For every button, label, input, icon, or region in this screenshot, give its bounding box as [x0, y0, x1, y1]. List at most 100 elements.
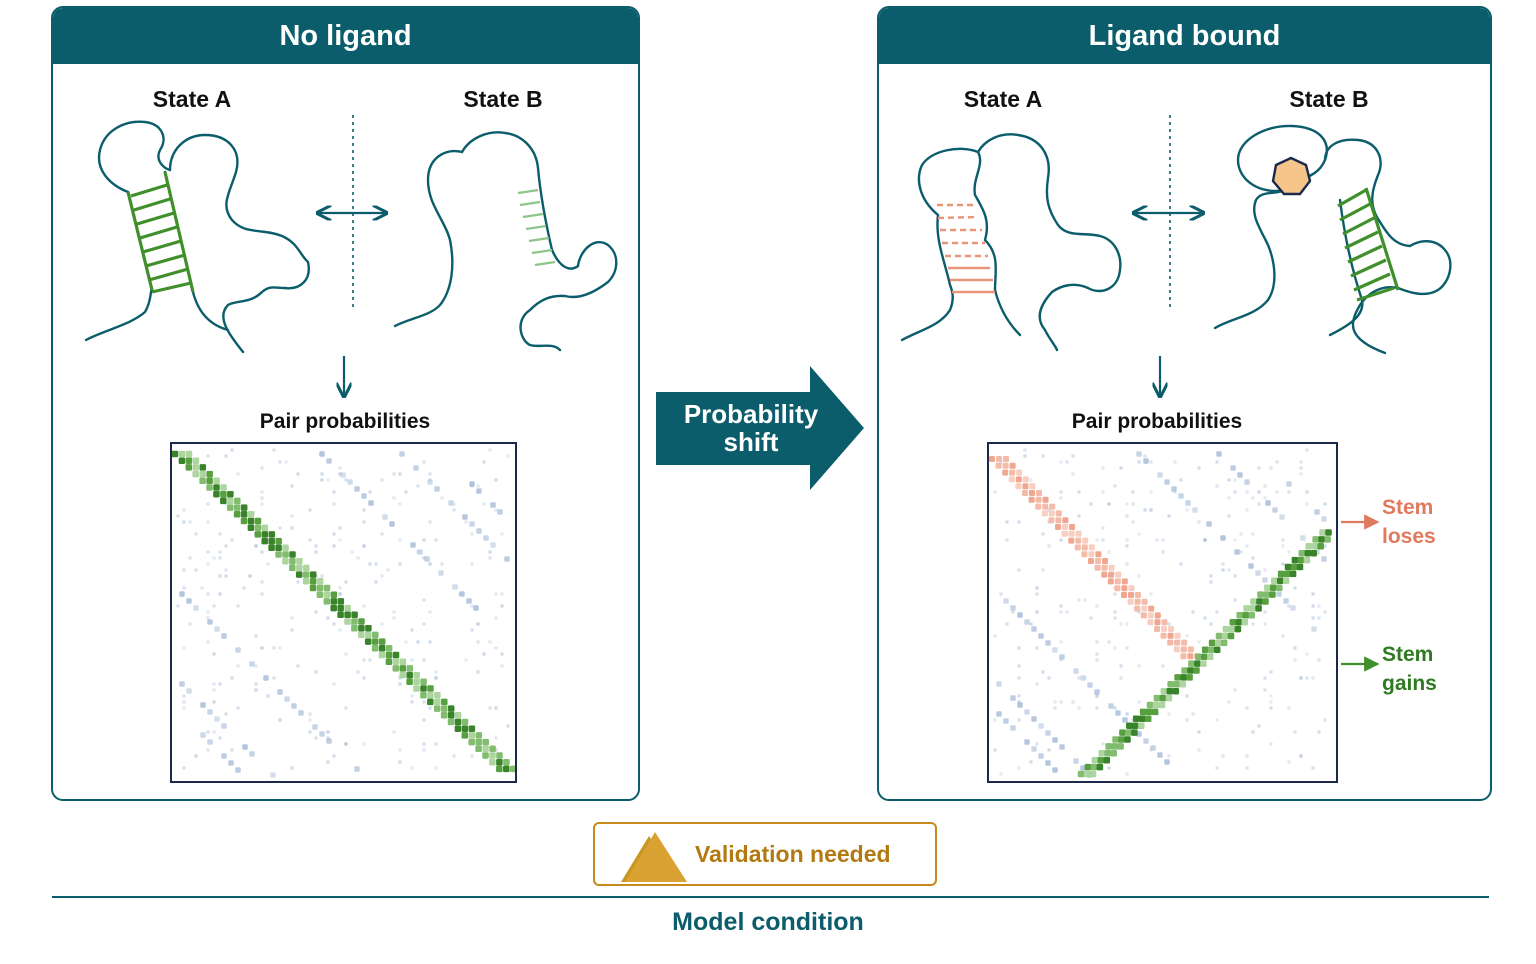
stem-pair-dot	[468, 725, 476, 732]
background-pair-dot	[1115, 710, 1121, 716]
background-pair-dot	[1052, 647, 1058, 653]
background-pair-dot	[277, 689, 283, 695]
stem-pair-dot	[378, 638, 386, 645]
background-pair-dot	[1017, 676, 1021, 680]
background-pair-dot	[392, 616, 396, 620]
background-pair-dot	[1136, 451, 1142, 457]
lost-stem-pair-dot	[1154, 619, 1161, 626]
lost-stem-pair-dot	[1002, 469, 1009, 476]
lost-stem-pair-dot	[1127, 598, 1134, 605]
background-pair-dot	[1203, 616, 1207, 620]
background-pair-dot	[290, 766, 294, 770]
background-pair-dot	[482, 502, 486, 506]
lost-stem-pair-dot	[1088, 551, 1095, 558]
lost-stem-pair-dot	[1049, 503, 1056, 510]
stem-pair-dot	[234, 497, 241, 505]
background-pair-dot	[1017, 520, 1021, 524]
gained-stem-pair-dot	[1222, 625, 1230, 633]
background-pair-dot	[1263, 496, 1267, 500]
background-pair-dot	[224, 574, 228, 578]
background-pair-dot	[284, 460, 288, 464]
stem-pair-dot	[296, 564, 303, 572]
gained-stem-pair-dot	[1105, 743, 1112, 750]
stem-pair-dot	[192, 464, 200, 471]
background-pair-dot	[1234, 549, 1240, 555]
stem-pair-dot	[468, 738, 475, 746]
stem-pair-dot	[220, 484, 227, 491]
background-pair-dot	[368, 658, 372, 662]
background-pair-dot	[1167, 514, 1171, 518]
background-pair-dot	[1311, 592, 1315, 596]
background-pair-dot	[1164, 479, 1170, 485]
validation-needed-badge: Validation needed	[593, 822, 937, 886]
background-pair-dot	[1149, 490, 1153, 494]
background-pair-dot	[1161, 538, 1165, 542]
lost-stem-pair-dot	[1042, 503, 1049, 510]
gained-stem-pair-dot	[1146, 701, 1154, 709]
background-pair-dot	[296, 664, 300, 668]
pair-probability-matrix-no-ligand	[170, 442, 517, 783]
background-pair-dot	[417, 549, 423, 555]
panel-title-no-ligand: No ligand	[53, 8, 638, 64]
stem-pair-dot	[199, 477, 206, 485]
stem-pair-dot	[351, 624, 358, 632]
background-pair-dot	[476, 670, 480, 674]
gained-stem-pair-dot	[1269, 591, 1276, 598]
gained-stem-pair-dot	[1312, 536, 1319, 543]
background-pair-dot	[1017, 718, 1021, 722]
gained-stem-pair-dot	[1083, 770, 1091, 778]
gained-stem-pair-dot	[1283, 570, 1291, 578]
background-pair-dot	[1215, 766, 1219, 770]
lost-stem-pair-dot	[1187, 646, 1194, 653]
background-pair-dot	[326, 458, 332, 464]
stem-pair-dot	[364, 638, 372, 645]
background-pair-dot	[470, 628, 474, 632]
background-pair-dot	[473, 605, 479, 611]
stem-pair-dot	[261, 531, 269, 538]
lost-stem-pair-dot	[1148, 605, 1155, 612]
stem-pair-dot	[206, 470, 213, 478]
gained-stem-pair-dot	[1263, 591, 1270, 598]
background-pair-dot	[312, 724, 318, 730]
background-pair-dot	[398, 760, 402, 764]
gained-stem-pair-dot	[1270, 584, 1277, 591]
gained-stem-pair-dot	[1207, 653, 1214, 660]
gained-stem-pair-dot	[1187, 667, 1194, 674]
background-pair-dot	[1305, 490, 1309, 494]
background-pair-dot	[1221, 568, 1225, 572]
background-pair-dot	[1024, 709, 1030, 715]
background-pair-dot	[296, 580, 300, 584]
background-pair-dot	[362, 604, 366, 608]
background-pair-dot	[404, 490, 408, 494]
stem-pair-dot	[289, 557, 296, 565]
background-pair-dot	[1305, 502, 1309, 506]
gained-stem-pair-dot	[1298, 549, 1306, 557]
gained-stem-pair-dot	[1124, 736, 1131, 743]
background-pair-dot	[428, 562, 432, 566]
background-pair-dot	[1164, 759, 1170, 765]
background-pair-dot	[1077, 598, 1081, 602]
background-pair-dot	[368, 490, 372, 494]
background-pair-dot	[428, 478, 432, 482]
background-pair-dot	[188, 622, 192, 626]
background-pair-dot	[476, 622, 480, 626]
stem-pair-dot	[247, 517, 255, 525]
background-pair-dot	[1053, 700, 1057, 704]
background-pair-dot	[1233, 538, 1237, 542]
background-pair-dot	[263, 675, 269, 681]
background-pair-dot	[1321, 516, 1327, 522]
background-pair-dot	[1131, 490, 1135, 494]
background-pair-dot	[354, 486, 360, 492]
background-pair-dot	[291, 703, 297, 709]
stem-pair-dot	[330, 591, 338, 598]
stem-pair-dot	[365, 631, 372, 639]
background-pair-dot	[248, 574, 252, 578]
background-pair-dot	[380, 574, 384, 578]
gained-stem-pair-dot	[1236, 612, 1243, 619]
gained-stem-pair-dot	[1084, 763, 1092, 771]
background-pair-dot	[1311, 676, 1315, 680]
stem-pair-dot	[268, 537, 275, 545]
background-pair-dot	[1035, 610, 1039, 614]
stem-pair-dot	[427, 691, 434, 699]
background-pair-dot	[1003, 718, 1009, 724]
